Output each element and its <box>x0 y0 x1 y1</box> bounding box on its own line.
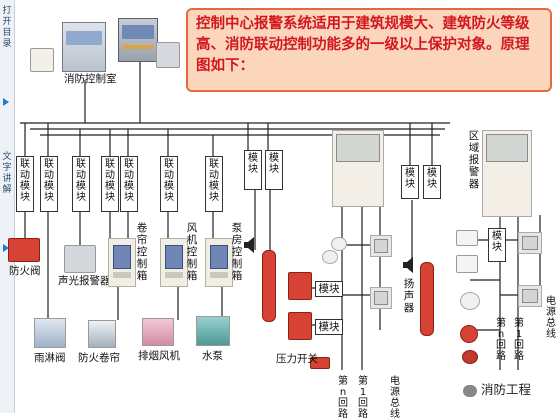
camera-device <box>456 230 478 246</box>
smoke-fan-device <box>142 318 174 346</box>
module-box: 模块 <box>423 165 441 199</box>
control-room-wall-unit <box>30 48 54 72</box>
control-room-label: 消防控制室 <box>64 73 117 85</box>
floor-display-device <box>370 235 392 257</box>
sidebar-nav-contents-label: 打开目录 <box>2 6 12 49</box>
description-banner: 控制中心报警系统适用于建筑规模大、建筑防火等级 高、消防联动控制功能多的一级以上… <box>186 8 552 92</box>
banner-line-3: 图如下： <box>196 58 254 74</box>
linkage-module: 联动模块 <box>16 156 34 212</box>
sound-light-alarm-label: 声光报警器 <box>58 275 111 287</box>
pressure-switch-device <box>310 357 330 369</box>
power-bus-label-1: 电源总线 <box>390 376 400 420</box>
speaker-device <box>420 262 434 336</box>
watermark: 消防工程 <box>463 379 531 398</box>
smoke-detector-icon <box>331 237 347 251</box>
camera-device <box>456 255 478 273</box>
module-box: 模块 <box>401 165 419 199</box>
fire-damper-device <box>8 238 40 262</box>
fire-phone-device <box>262 250 276 322</box>
linkage-module: 联动模块 <box>40 156 58 212</box>
smoke-fan-label: 排烟风机 <box>138 350 180 362</box>
floor-display-device <box>518 232 542 254</box>
sound-light-alarm-device <box>64 245 96 273</box>
speaker-icon <box>403 257 413 273</box>
fire-damper-label: 防火阀 <box>9 265 41 277</box>
alarm-bell-device <box>460 325 478 343</box>
rolling-shutter-cabinet-label: 卷帘控制箱 <box>136 222 148 282</box>
linkage-module: 联动模块 <box>160 156 178 212</box>
linkage-module: 联动模块 <box>72 156 90 212</box>
watermark-text: 消防工程 <box>481 382 532 397</box>
water-pump-device <box>196 316 230 346</box>
heat-detector-icon <box>322 250 338 264</box>
zone-alarm-label: 区域报警器 <box>468 130 480 190</box>
speaker-label: 扬声器 <box>403 278 415 314</box>
sidebar-nav-text-label: 文字讲解 <box>2 152 12 195</box>
sidebar-nav-contents[interactable]: 打开目录 <box>0 6 14 90</box>
linkage-module: 联动模块 <box>101 156 119 212</box>
fan-cabinet-label: 风机控制箱 <box>186 222 198 282</box>
control-console-pc <box>62 22 106 72</box>
power-bus-label-2: 电源总线 <box>546 296 556 340</box>
module-box: 模块 <box>315 319 343 335</box>
expand-arrow-icon[interactable] <box>3 244 9 252</box>
control-console-side <box>156 42 180 68</box>
hydrant-button-device <box>288 312 312 340</box>
pump-room-cabinet <box>205 238 233 287</box>
floor-display-device <box>518 285 542 307</box>
banner-line-1: 控制中心报警系统适用于建筑规模大、建筑防火等级 <box>196 16 530 32</box>
pump-room-cabinet-label: 泵房控制箱 <box>231 222 243 282</box>
floor-display-device <box>370 287 392 309</box>
sidebar-nav-text[interactable]: 文字讲解 <box>0 152 14 236</box>
banner-line-2: 高、消防联动控制功能多的一级以上保护对象。原理 <box>196 37 530 53</box>
linkage-module: 联动模块 <box>120 156 138 212</box>
pressure-switch-label: 压力开关 <box>276 353 318 365</box>
sprinkler-valve-label: 雨淋阀 <box>34 352 66 364</box>
fan-cabinet <box>160 238 188 287</box>
fire-shutter-label: 防火卷帘 <box>78 352 120 364</box>
zone-alarm-cabinet <box>482 130 532 217</box>
module-box: 模块 <box>244 150 262 190</box>
expand-arrow-icon[interactable] <box>3 98 9 106</box>
wechat-icon <box>463 384 477 397</box>
area-controller-cabinet <box>332 130 384 207</box>
fire-shutter-device <box>88 320 116 348</box>
module-box: 模块 <box>488 228 506 262</box>
control-console-main <box>118 18 158 62</box>
module-box: 模块 <box>315 281 343 297</box>
water-pump-label: 水泵 <box>202 350 223 362</box>
smoke-detector-icon <box>460 292 480 310</box>
rolling-shutter-cabinet <box>108 238 136 287</box>
manual-call-point-device <box>288 272 312 300</box>
speaker-icon <box>244 237 254 253</box>
module-box: 模块 <box>265 150 283 190</box>
linkage-module: 联动模块 <box>205 156 223 212</box>
sprinkler-valve-device <box>34 318 66 348</box>
alarm-device <box>462 350 478 364</box>
